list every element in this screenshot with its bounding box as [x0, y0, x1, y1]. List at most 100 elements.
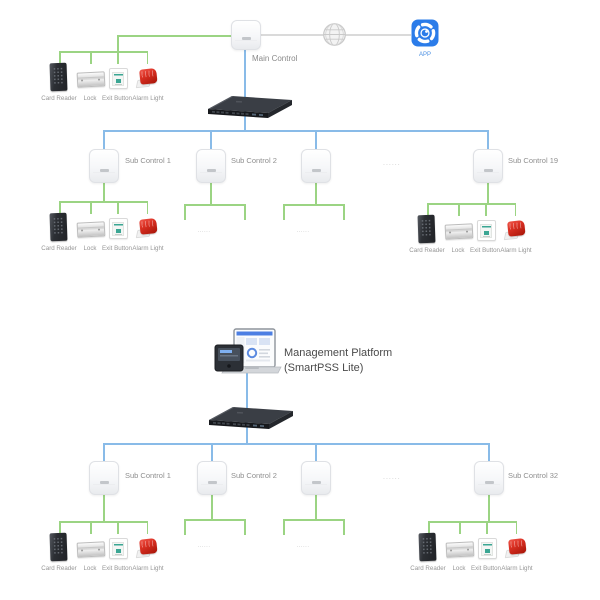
- peripheral-cluster-sub1: Card Reader Lock Exit Button Alarm Light: [41, 201, 164, 261]
- ellipsis-branch: ......: [283, 204, 345, 240]
- platform-label-line2: (SmartPSS Lite): [284, 362, 364, 374]
- main-control-label: Main Control: [252, 54, 298, 63]
- connector-line: [244, 48, 246, 131]
- connector-line: [184, 519, 186, 535]
- connector-line: [184, 204, 186, 220]
- ellipsis-branch: ......: [184, 204, 246, 240]
- sub-control-1-device: [89, 461, 119, 495]
- peripheral-cluster-sub32: Card Reader Lock Exit Button Alarm Light: [410, 521, 533, 581]
- lock-icon: [76, 71, 106, 88]
- exit-button-label: Exit Button: [471, 565, 501, 572]
- card-reader-icon: [417, 214, 436, 244]
- alarm-light-label: Alarm Light: [501, 565, 533, 572]
- branch-ellipsis: ......: [296, 228, 310, 234]
- connector-line: [487, 181, 489, 203]
- connector-line: [315, 181, 317, 204]
- connector-line: [211, 493, 213, 519]
- sub-control-32-label: Sub Control 32: [508, 471, 559, 480]
- connector-line: [90, 201, 92, 214]
- card-reader-icon: [49, 532, 68, 562]
- alarm-light-icon: [135, 218, 158, 239]
- connector-line: [90, 521, 92, 534]
- lock-icon: [76, 541, 106, 558]
- card-reader-label: Card Reader: [410, 565, 446, 572]
- exit-button-label: Exit Button: [102, 245, 132, 252]
- connector-line: [514, 203, 517, 216]
- connector-line: [59, 521, 61, 534]
- sub-control-19-label: Sub Control 19: [508, 156, 559, 165]
- app-icon: [411, 19, 439, 52]
- lock-icon: [445, 541, 475, 558]
- connector-line: [90, 51, 92, 64]
- connector-line: [103, 443, 489, 445]
- connector-line: [486, 521, 488, 534]
- card-reader-icon: [49, 62, 68, 92]
- alarm-light-icon: [135, 68, 158, 89]
- connector-line: [59, 521, 148, 523]
- sub-control-2-label: Sub Control 2: [231, 156, 277, 165]
- network-switch: [206, 92, 294, 123]
- connector-line: [103, 443, 105, 462]
- connector-line: [428, 521, 430, 534]
- lock-label: Lock: [83, 245, 97, 252]
- platform-label-line1: Management Platform: [284, 347, 393, 359]
- connector-line: [117, 35, 231, 37]
- connector-line: [146, 51, 149, 64]
- connector-line: [487, 130, 489, 150]
- lock-label: Lock: [83, 565, 97, 572]
- connector-line: [103, 130, 488, 132]
- exit-button-icon: [108, 538, 128, 559]
- branch-ellipsis: ......: [197, 228, 211, 234]
- connector-line: [315, 493, 317, 519]
- exit-button-label: Exit Button: [102, 565, 132, 572]
- sub-control-2-device: [197, 461, 227, 495]
- sub-control-19-device: [473, 149, 503, 183]
- connector-line: [427, 203, 429, 216]
- card-reader-label: Card Reader: [41, 245, 77, 252]
- connector-line: [184, 204, 246, 206]
- exit-button-icon: [477, 538, 497, 559]
- alarm-light-label: Alarm Light: [500, 247, 532, 254]
- connector-line: [459, 521, 461, 534]
- connector-line: [117, 51, 119, 64]
- exit-button-icon: [476, 220, 496, 241]
- connector-line: [59, 201, 148, 203]
- sub-control-2-device: [196, 149, 226, 183]
- connector-line: [117, 35, 119, 51]
- connector-line: [244, 519, 246, 535]
- peripheral-cluster-sub19: Card Reader Lock Exit Button Alarm Light: [409, 203, 532, 263]
- connector-line: [210, 130, 212, 150]
- internet-globe-icon: [321, 21, 348, 53]
- row-ellipsis: ......: [383, 160, 401, 167]
- connector-line: [59, 51, 61, 64]
- connector-line: [103, 493, 105, 521]
- connector-line: [59, 51, 148, 53]
- connector-line: [315, 443, 317, 462]
- connector-line: [428, 521, 517, 523]
- card-reader-icon: [49, 212, 68, 242]
- connector-line: [117, 521, 119, 534]
- connector-line: [343, 204, 345, 220]
- connector-line: [485, 203, 487, 216]
- exit-button-icon: [108, 68, 128, 89]
- connector-line: [283, 519, 345, 521]
- connector-line: [117, 201, 119, 214]
- card-reader-label: Card Reader: [409, 247, 445, 254]
- connector-line: [315, 130, 317, 150]
- alarm-light-label: Alarm Light: [132, 245, 164, 252]
- lock-icon: [76, 221, 106, 238]
- connector-line: [427, 203, 516, 205]
- connector-line: [210, 181, 212, 204]
- alarm-light-icon: [504, 538, 527, 559]
- alarm-light-label: Alarm Light: [132, 95, 164, 102]
- connector-line: [184, 519, 246, 521]
- connector-line: [343, 519, 345, 535]
- exit-button-label: Exit Button: [102, 95, 132, 102]
- branch-ellipsis: ......: [197, 543, 211, 549]
- connector-line: [146, 201, 149, 214]
- sub-control-1-device: [89, 149, 119, 183]
- sub-control-n-device: [301, 461, 331, 495]
- connector-line: [103, 181, 105, 201]
- management-platform-laptop: [209, 328, 283, 381]
